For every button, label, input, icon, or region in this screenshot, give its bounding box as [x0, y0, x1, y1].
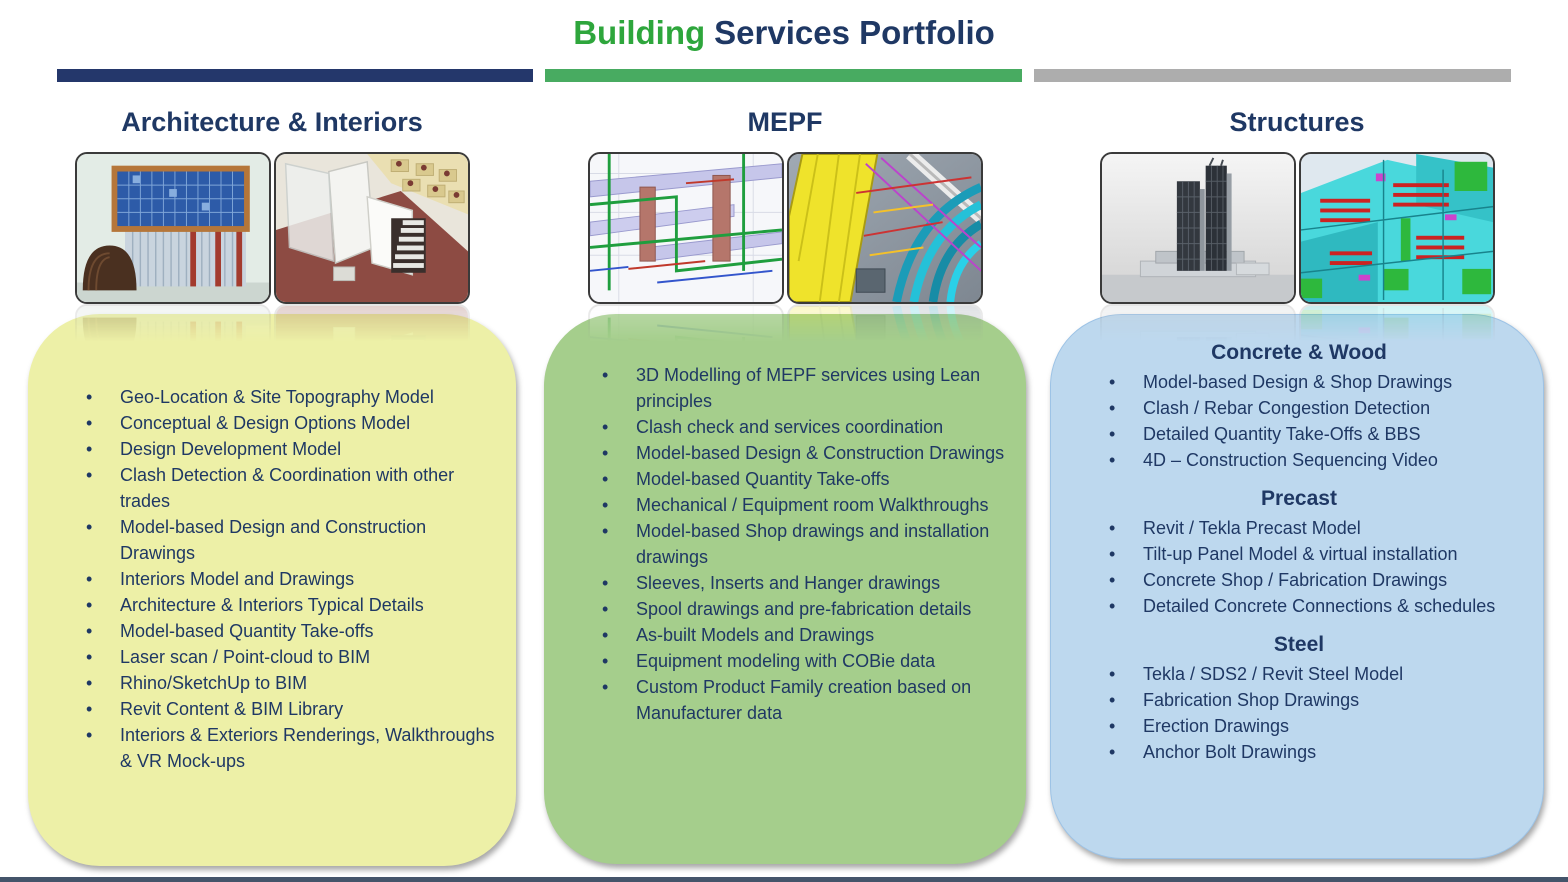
bullet-item: Model-based Quantity Take-offs: [84, 618, 496, 644]
mepf-coordination-model-photo: [587, 152, 784, 304]
footer-bar: [0, 877, 1568, 882]
bullet-item: 4D – Construction Sequencing Video: [1107, 447, 1527, 473]
bullet-list: Revit / Tekla Precast ModelTilt-up Panel…: [1107, 515, 1527, 619]
column-architecture-interiors: Architecture & Interiors: [22, 102, 522, 866]
bullet-item: Clash check and services coordination: [600, 414, 1006, 440]
section-heading: Steel: [1273, 633, 1325, 656]
mepf-services-panel: 3D Modelling of MEPF services using Lean…: [544, 314, 1026, 864]
bullet-item: Detailed Concrete Connections & schedule…: [1107, 593, 1527, 619]
bullet-item: Concrete Shop / Fabrication Drawings: [1107, 567, 1527, 593]
column-structures: Structures: [1047, 102, 1547, 859]
bullet-item: Detailed Quantity Take-Offs & BBS: [1107, 421, 1527, 447]
bullet-item: Rhino/SketchUp to BIM: [84, 670, 496, 696]
architecture-services-panel: Geo-Location & Site Topography ModelConc…: [28, 314, 516, 866]
structures-services-panel: Concrete & WoodModel-based Design & Shop…: [1050, 314, 1544, 859]
bullet-item: Model-based Shop drawings and installati…: [600, 518, 1006, 570]
bullet-item: Spool drawings and pre-fabrication detai…: [600, 596, 1006, 622]
rebar-structure-model-photo: [1298, 152, 1495, 304]
photo-strip: [1047, 152, 1547, 304]
photo-strip: [22, 152, 522, 304]
column-heading: Structures: [1229, 107, 1365, 137]
column-mepf: MEPF: [535, 102, 1035, 864]
bullet-list: 3D Modelling of MEPF services using Lean…: [600, 362, 1006, 726]
mepf-ducting-piping-photo: [786, 152, 983, 304]
bullet-item: Design Development Model: [84, 436, 496, 462]
bullet-list: Tekla / SDS2 / Revit Steel ModelFabricat…: [1107, 661, 1527, 765]
divider-bar-green: [545, 69, 1022, 82]
column-heading: Architecture & Interiors: [121, 107, 423, 137]
bullet-item: 3D Modelling of MEPF services using Lean…: [600, 362, 1006, 414]
bullet-item: Interiors Model and Drawings: [84, 566, 496, 592]
building-exterior-render-photo: [74, 152, 271, 304]
bullet-item: Clash Detection & Coordination with othe…: [84, 462, 496, 514]
bullet-item: Sleeves, Inserts and Hanger drawings: [600, 570, 1006, 596]
bullet-item: Revit Content & BIM Library: [84, 696, 496, 722]
divider-bar-gray: [1034, 69, 1511, 82]
bullet-item: Model-based Design and Construction Draw…: [84, 514, 496, 566]
bullet-item: Erection Drawings: [1107, 713, 1527, 739]
bullet-item: Conceptual & Design Options Model: [84, 410, 496, 436]
bullet-item: Fabrication Shop Drawings: [1107, 687, 1527, 713]
bullet-item: Model-based Design & Construction Drawin…: [600, 440, 1006, 466]
bullet-list: Geo-Location & Site Topography ModelConc…: [84, 384, 496, 774]
bullet-item: Tilt-up Panel Model & virtual installati…: [1107, 541, 1527, 567]
bullet-item: Geo-Location & Site Topography Model: [84, 384, 496, 410]
bullet-item: Tekla / SDS2 / Revit Steel Model: [1107, 661, 1527, 687]
photo-strip: [535, 152, 1035, 304]
divider-bar-navy: [57, 69, 533, 82]
column-heading: MEPF: [747, 107, 823, 137]
bullet-item: Interiors & Exteriors Renderings, Walkth…: [84, 722, 496, 774]
bullet-item: Laser scan / Point-cloud to BIM: [84, 644, 496, 670]
bullet-item: Anchor Bolt Drawings: [1107, 739, 1527, 765]
section-heading: Precast: [1261, 487, 1337, 510]
section-heading: Concrete & Wood: [1211, 341, 1387, 364]
bullet-item: Architecture & Interiors Typical Details: [84, 592, 496, 618]
bullet-list: Model-based Design & Shop DrawingsClash …: [1107, 369, 1527, 473]
bullet-item: Revit / Tekla Precast Model: [1107, 515, 1527, 541]
bullet-item: Equipment modeling with COBie data: [600, 648, 1006, 674]
highrise-towers-photo: [1099, 152, 1296, 304]
title-part-building: Building: [573, 14, 706, 51]
bullet-item: Clash / Rebar Congestion Detection: [1107, 395, 1527, 421]
title-part-services-portfolio: Services Portfolio: [714, 14, 995, 51]
bullet-item: Model-based Quantity Take-offs: [600, 466, 1006, 492]
bullet-item: Custom Product Family creation based on …: [600, 674, 1006, 726]
interior-office-render-photo: [273, 152, 470, 304]
bullet-item: As-built Models and Drawings: [600, 622, 1006, 648]
bullet-item: Model-based Design & Shop Drawings: [1107, 369, 1527, 395]
bullet-item: Mechanical / Equipment room Walkthroughs: [600, 492, 1006, 518]
